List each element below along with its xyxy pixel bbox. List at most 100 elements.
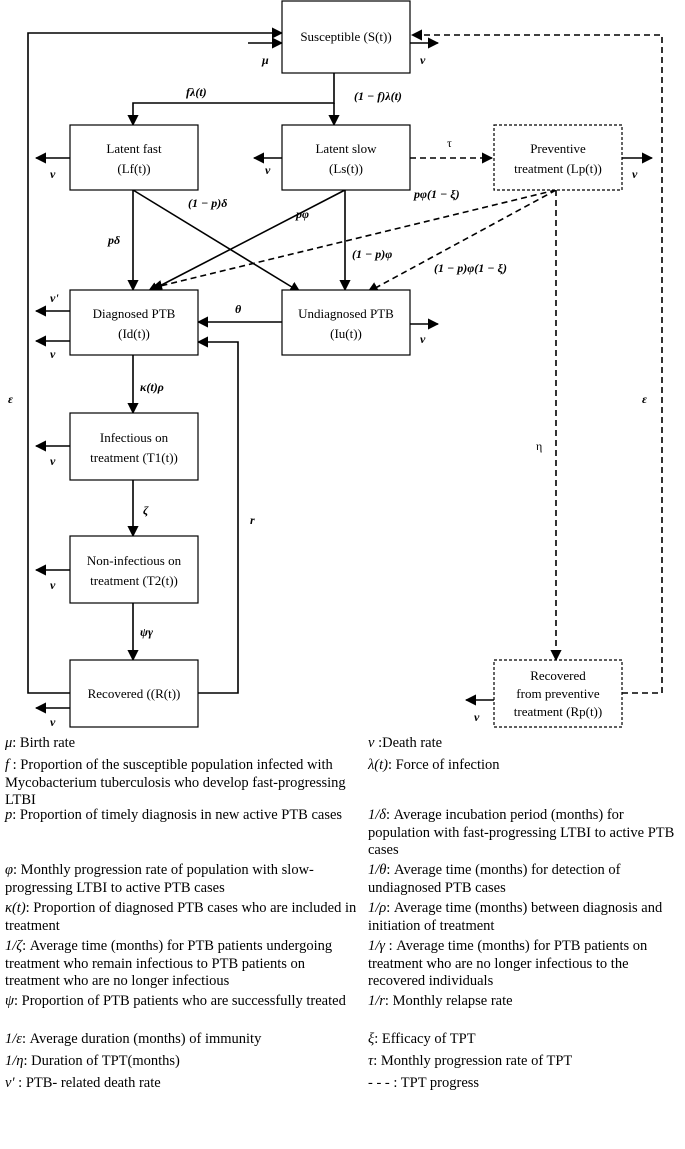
arrow-recovered-to-susceptible [27, 27, 284, 694]
label-susceptible: Susceptible (S(t)) [300, 29, 391, 44]
legend-entry-left: f : Proportion of the susceptible popula… [0, 757, 368, 808]
rate-p-phi: pφ [295, 207, 309, 221]
legend-entry-left: φ: Monthly progression rate of populatio… [0, 862, 368, 900]
label-noninfectious-tx-1: Non-infectious on [87, 553, 182, 568]
rate-r: r [250, 513, 255, 527]
legend-description: : Average time (months) for PTB patients… [5, 938, 333, 989]
legend-symbol: κ(t) [5, 900, 26, 916]
legend-entry-right: 1/δ: Average incubation period (months) … [368, 807, 685, 862]
legend-entry-right: 1/γ : Average time (months) for PTB pati… [368, 938, 685, 993]
rate-v-prime: v' [50, 291, 59, 305]
rate-one-minus-f-lambda: (1 − f)λ(t) [354, 89, 402, 103]
box-recovered [69, 659, 199, 728]
legend-description: : Average incubation period (months) for… [368, 807, 675, 858]
rate-epsilon-left: ε [8, 392, 13, 406]
legend-symbol: ψ [5, 993, 15, 1009]
rate-v-preventive: v [632, 167, 638, 181]
legend-description: : Average time (months) for PTB patients… [368, 938, 648, 989]
legend-entry-right: 1/θ: Average time (months) for detection… [368, 862, 685, 900]
rate-v-recovered-prev: v [474, 710, 480, 724]
legend-row: ψ: Proportion of PTB patients who are su… [0, 993, 685, 1031]
rate-v-diagnosed: v [50, 347, 56, 361]
box-diagnosed [69, 289, 199, 356]
compartment-flow-diagram: Susceptible (S(t)) Latent fast (Lf(t)) L… [8, 0, 663, 729]
legend-description: : Monthly progression rate of TPT [373, 1053, 573, 1069]
arrow-latent-fast-to-undiagnosed [132, 189, 301, 293]
rate-eta: η [536, 439, 542, 453]
legend-row: 1/ζ: Average time (months) for PTB patie… [0, 938, 685, 993]
arrow-latent-slow-to-diagnosed [147, 189, 346, 293]
legend-symbol: λ(t) [368, 757, 388, 773]
legend-description: : Average time (months) for detection of… [368, 862, 621, 896]
rate-psi-gamma: ψγ [140, 625, 153, 639]
legend-symbol: 1/θ [368, 862, 387, 878]
legend-entry-left: p: Proportion of timely diagnosis in new… [0, 807, 368, 862]
legend-entry-left: μ: Birth rate [0, 735, 368, 757]
legend-description: :Death rate [374, 735, 443, 751]
rate-one-minus-p-delta: (1 − p)δ [188, 196, 227, 210]
legend-entry-left: κ(t): Proportion of diagnosed PTB cases … [0, 900, 368, 938]
legend-symbol: v' [5, 1075, 15, 1091]
rate-theta: θ [235, 302, 242, 316]
legend-symbol: μ [5, 735, 13, 751]
rate-v-susceptible: v [420, 53, 426, 67]
legend-entry-right: v :Death rate [368, 735, 685, 757]
rate-v-latent-slow: v [265, 163, 271, 177]
rate-zeta: ζ [143, 503, 149, 517]
box-susceptible [281, 0, 411, 74]
label-diagnosed-2: (Id(t)) [118, 326, 150, 341]
legend-description: : Proportion of PTB patients who are suc… [14, 993, 346, 1009]
label-undiagnosed-1: Undiagnosed PTB [298, 306, 394, 321]
legend-symbol: 1/ρ [368, 900, 387, 916]
legend-entry-right: 1/r: Monthly relapse rate [368, 993, 685, 1031]
label-latent-slow-1: Latent slow [315, 141, 377, 156]
box-recovered-prev [493, 659, 623, 728]
arrow-recovered-relapse [196, 336, 239, 694]
box-latent-fast [69, 124, 199, 191]
legend-symbol: τ [368, 1053, 374, 1069]
label-diagnosed-1: Diagnosed PTB [93, 306, 176, 321]
legend-symbol: φ [5, 862, 14, 878]
legend-description: : Proportion of timely diagnosis in new … [12, 807, 343, 823]
box-noninfectious-tx [69, 535, 199, 604]
legend-row: f : Proportion of the susceptible popula… [0, 757, 685, 808]
legend-symbol: - - - [368, 1075, 390, 1091]
legend-entry-left: 1/ζ: Average time (months) for PTB patie… [0, 938, 368, 993]
rate-v-noninfectious-tx: v [50, 578, 56, 592]
legend-symbol: 1/ε [5, 1031, 22, 1047]
legend-entry-right: λ(t): Force of infection [368, 757, 685, 807]
rate-v-recovered: v [50, 715, 56, 729]
legend-row: κ(t): Proportion of diagnosed PTB cases … [0, 900, 685, 938]
label-recovered: Recovered ((R(t)) [88, 686, 181, 701]
legend-row: p: Proportion of timely diagnosis in new… [0, 807, 685, 862]
label-latent-fast-2: (Lf(t)) [117, 161, 150, 176]
rate-epsilon-right: ε [642, 392, 647, 406]
arrow-recovered-prev-to-susceptible [410, 29, 663, 694]
legend-symbol: 1/r [368, 993, 385, 1009]
legend-description: : Proportion of the susceptible populati… [5, 757, 346, 808]
legend-entry-left: v' : PTB- related death rate [0, 1075, 368, 1097]
legend-description: : Average duration (months) of immunity [22, 1031, 262, 1047]
legend-symbol: ξ [368, 1031, 375, 1047]
legend-description: : Duration of TPT(months) [23, 1053, 180, 1069]
rate-tau: τ [447, 136, 452, 150]
rate-one-minus-p-phi: (1 − p)φ [352, 247, 392, 261]
legend-entry-left: 1/ε: Average duration (months) of immuni… [0, 1031, 368, 1053]
label-noninfectious-tx-2: treatment (T2(t)) [90, 573, 178, 588]
rate-v-undiagnosed: v [420, 332, 426, 346]
legend-description: : Force of infection [387, 757, 500, 773]
legend-symbol: f [5, 757, 10, 773]
legend-description: : PTB- related death rate [14, 1075, 161, 1091]
legend-description: : Monthly relapse rate [384, 993, 513, 1009]
box-infectious-tx [69, 412, 199, 481]
legend-entry-right: - - - : TPT progress [368, 1075, 685, 1097]
rate-f-lambda: fλ(t) [186, 85, 207, 99]
box-undiagnosed [281, 289, 411, 356]
rate-mu: μ [261, 53, 269, 67]
label-recovered-prev-2: from preventive [516, 686, 600, 701]
legend-description: : Proportion of diagnosed PTB cases who … [5, 900, 357, 934]
legend-row: 1/η: Duration of TPT(months)τ: Monthly p… [0, 1053, 685, 1075]
box-preventive [493, 124, 623, 191]
